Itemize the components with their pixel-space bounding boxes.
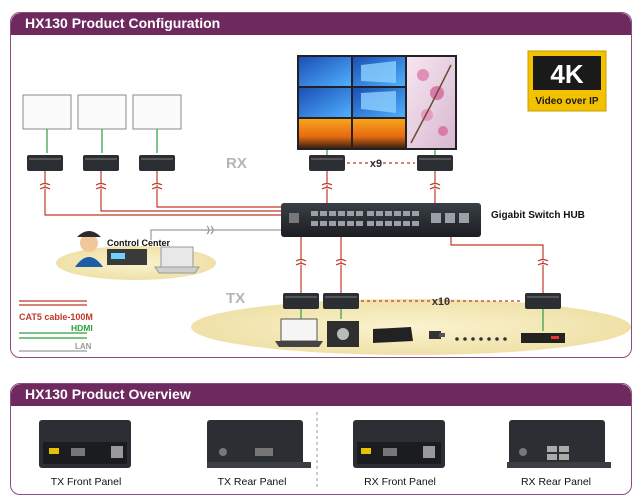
rx-front-caption: RX Front Panel — [364, 476, 436, 488]
source-camera — [429, 331, 445, 339]
rx-receiver-1 — [27, 155, 63, 171]
configuration-header: HX130 Product Configuration — [11, 13, 631, 35]
source-set-top-box — [521, 333, 565, 343]
tx-rear-caption: TX Rear Panel — [217, 476, 287, 488]
control-laptop — [160, 246, 194, 268]
rx-count-label: x9 — [370, 158, 382, 170]
rx-front-device — [353, 420, 445, 468]
rx-receiver-2 — [83, 155, 119, 171]
configuration-title: HX130 Product Configuration — [25, 15, 221, 31]
legend-lan: LAN — [19, 342, 92, 352]
gigabit-switch — [281, 203, 481, 237]
badge-sub-text: Video over IP — [535, 96, 599, 107]
rx-rear-caption: RX Rear Panel — [520, 476, 592, 488]
legend-cat5: CAT5 cable-100M — [19, 300, 93, 322]
legend-hdmi-label: HDMI — [71, 323, 93, 333]
overview-header: HX130 Product Overview — [11, 384, 631, 406]
tx-front-caption: TX Front Panel — [50, 476, 122, 488]
rx-receiver-5 — [417, 155, 453, 171]
rx-display-2 — [77, 94, 127, 130]
tx-rear-device — [207, 420, 311, 468]
configuration-diagram: 4K Video over IP RX x9 — [19, 50, 631, 355]
rx-display-3 — [132, 94, 182, 130]
source-laptop — [275, 318, 323, 347]
rx-display-1 — [22, 94, 72, 130]
rx-receiver-4 — [309, 155, 345, 171]
rx-label: RX — [226, 155, 247, 172]
overview-devices — [39, 412, 611, 490]
configuration-panel: HX130 Product Configuration — [10, 12, 632, 358]
tx-transmitter-1 — [283, 293, 319, 309]
source-game-console — [373, 327, 413, 343]
rx-rear-device — [507, 420, 611, 468]
tx-front-device — [39, 420, 131, 468]
tx-label: TX — [226, 290, 245, 307]
tx-transmitter-2 — [323, 293, 359, 309]
switch-label: Gigabit Switch HUB — [491, 210, 585, 221]
tx-transmitter-3 — [525, 293, 561, 309]
tx-count-label: x10 — [432, 296, 450, 308]
legend-lan-label: LAN — [75, 342, 92, 351]
control-center-group — [75, 231, 200, 274]
badge-main-text: 4K — [550, 59, 583, 89]
source-media-player — [327, 321, 359, 347]
video-wall — [297, 55, 457, 150]
rx-receiver-3 — [139, 155, 175, 171]
4k-badge: 4K Video over IP — [527, 50, 607, 112]
overview-panel: HX130 Product Overview — [10, 383, 632, 495]
overview-title: HX130 Product Overview — [25, 386, 191, 402]
legend-hdmi: HDMI — [19, 323, 93, 339]
legend-cat5-label: CAT5 cable-100M — [19, 312, 93, 322]
control-center-label: Control Center — [107, 238, 170, 248]
operator-head — [80, 234, 98, 252]
